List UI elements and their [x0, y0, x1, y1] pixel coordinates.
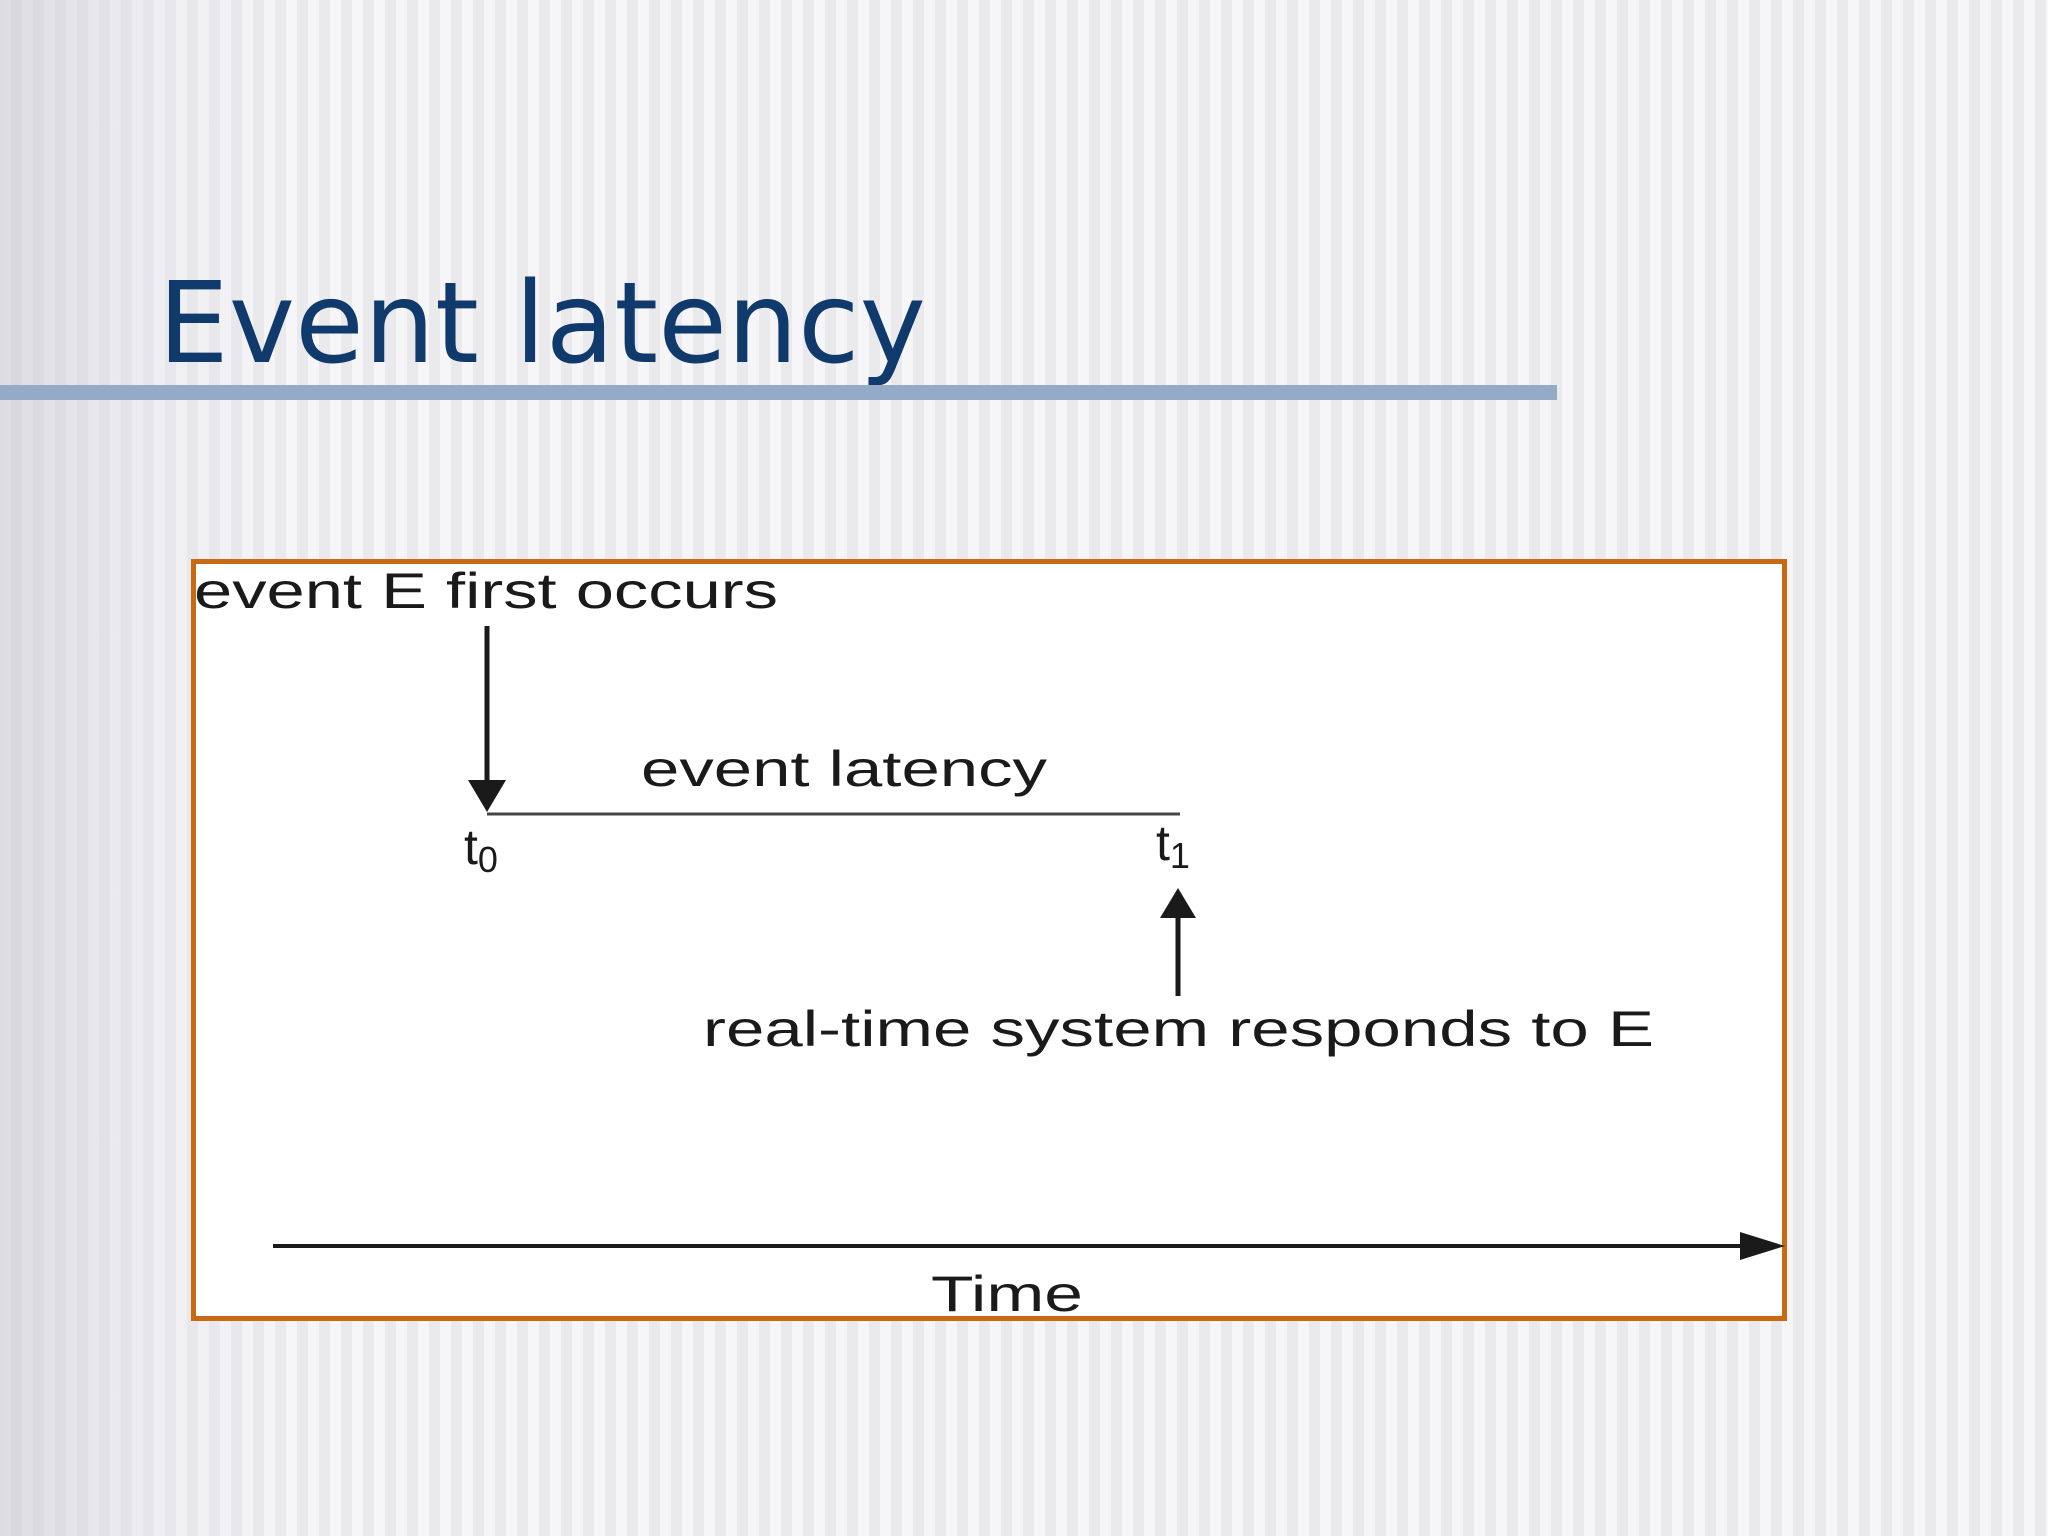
diagram-frame	[191, 559, 1787, 1321]
time-axis-label: Time	[931, 1266, 1083, 1322]
t1-base: t	[1156, 815, 1170, 871]
event-down-arrow-icon	[468, 626, 506, 812]
t0-base: t	[464, 819, 478, 875]
response-up-arrow-icon	[1160, 888, 1196, 996]
t1-label: t1	[1156, 815, 1190, 876]
t0-label: t0	[464, 819, 498, 880]
system-responds-label: real-time system responds to E	[703, 1001, 1654, 1057]
title-underline	[0, 385, 1557, 400]
time-axis-arrow-icon	[273, 1232, 1785, 1260]
event-occurs-label: event E first occurs	[194, 563, 778, 619]
t0-subscript: 0	[478, 839, 498, 880]
t1-subscript: 1	[1170, 835, 1190, 876]
event-latency-label: event latency	[641, 741, 1047, 797]
slide-title: Event latency	[158, 259, 926, 389]
